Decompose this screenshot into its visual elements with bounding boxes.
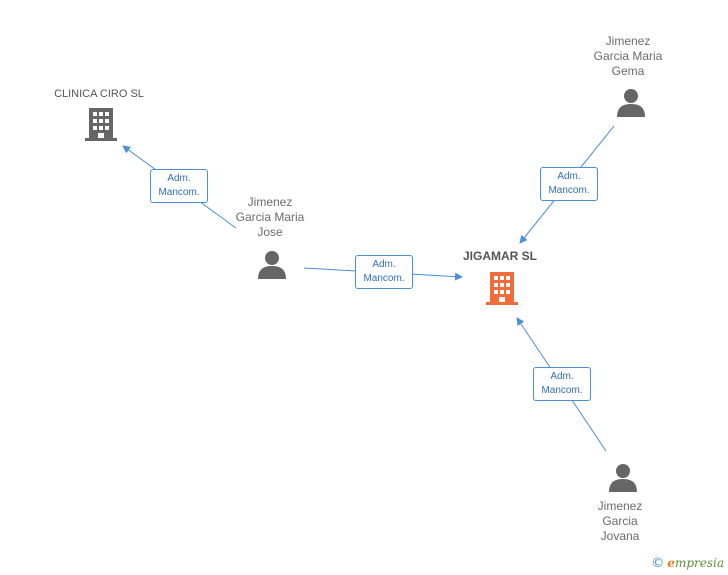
name-line: Garcia Maria [235,210,305,224]
person-name-jovana[interactable]: Jimenez Garcia Jovana [570,499,670,544]
name-line: Garcia [602,514,638,528]
name-line: Jimenez [597,499,643,513]
edge-label-line: Adm. [372,259,396,270]
brand-watermark: ©empresia [651,556,724,571]
edge-label-line: Adm. [550,371,574,382]
name-line: Gema [611,64,645,78]
edge-label-line: Mancom. [158,187,200,198]
name-line: Jimenez [247,195,293,209]
edge-label-jovana-jigamar[interactable]: Adm. Mancom. [533,367,591,401]
brand-initial: e [667,556,675,570]
edge-label-line: Mancom. [548,185,590,196]
edge-label-jose-clinica[interactable]: Adm. Mancom. [150,169,208,203]
person-name-gema[interactable]: Jimenez Garcia Maria Gema [578,34,678,79]
edge-label-line: Adm. [167,173,191,184]
company-name-jigamar[interactable]: JIGAMAR SL [462,249,537,263]
building-icon[interactable] [85,106,117,142]
person-name-jose[interactable]: Jimenez Garcia Maria Jose [220,195,320,240]
brand-name: mpresia [674,556,724,570]
edge-label-line: Mancom. [363,273,405,284]
edge-label-jose-jigamar[interactable]: Adm. Mancom. [355,255,413,289]
edge-label-gema-jigamar[interactable]: Adm. Mancom. [540,167,598,201]
building-icon[interactable] [486,270,518,306]
person-icon[interactable] [257,250,287,280]
name-line: Jose [257,225,283,239]
person-icon[interactable] [616,88,646,118]
name-line: Jimenez [605,34,651,48]
name-line: Garcia Maria [593,49,663,63]
copyright-icon: © [651,556,665,571]
company-name-clinica[interactable]: CLINICA CIRO SL [54,88,144,100]
edge-label-line: Mancom. [541,385,583,396]
name-line: Jovana [600,529,640,543]
edge-label-line: Adm. [557,171,581,182]
person-icon[interactable] [608,463,638,493]
